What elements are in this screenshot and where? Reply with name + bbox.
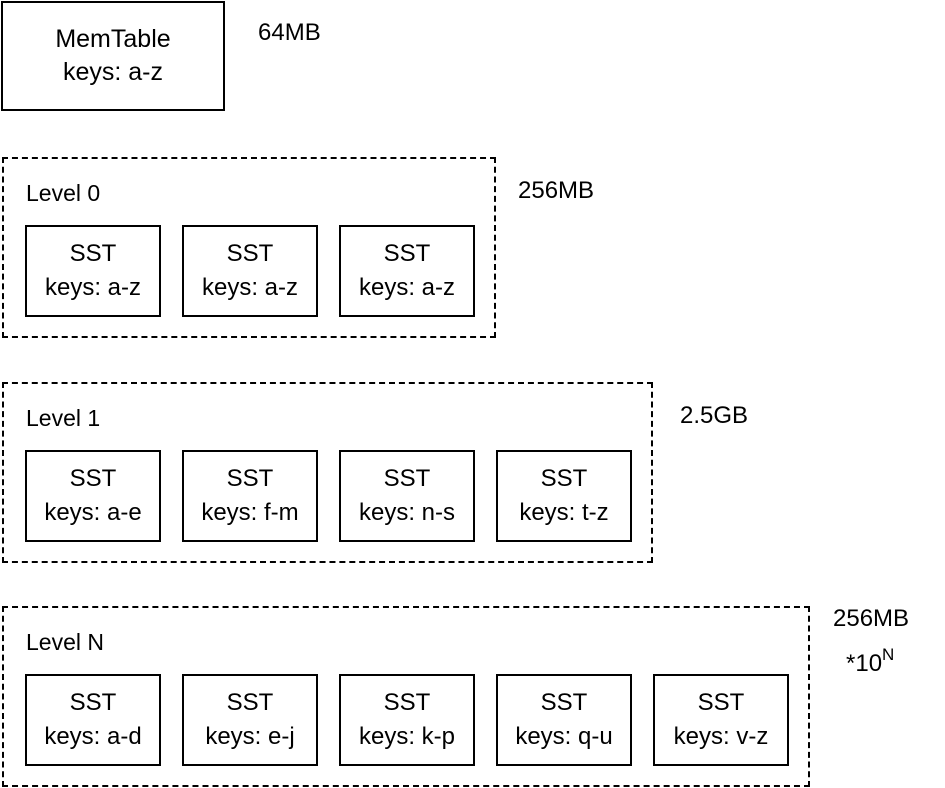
multiplier-exponent: N: [882, 645, 895, 664]
sst-title: SST: [69, 240, 117, 267]
level-n-label: Level N: [26, 629, 104, 655]
sst-keys: keys: k-p: [358, 723, 456, 750]
sst-keys: keys: e-j: [205, 723, 295, 750]
sst-title: SST: [540, 689, 588, 716]
level-1-sst-4: SST keys: t-z: [496, 450, 632, 542]
memtable-box: MemTable keys: a-z: [1, 1, 225, 111]
sst-title: SST: [540, 465, 588, 492]
sst-title: SST: [226, 240, 274, 267]
level-1-label: Level 1: [26, 405, 101, 431]
sst-keys: keys: a-d: [44, 723, 142, 750]
sst-keys: keys: a-e: [44, 499, 142, 526]
sst-title: SST: [69, 689, 117, 716]
level-n-sst-2: SST keys: e-j: [182, 674, 318, 766]
level-n-sst-4: SST keys: q-u: [496, 674, 632, 766]
sst-title: SST: [226, 689, 274, 716]
sst-keys: keys: t-z: [519, 499, 609, 526]
sst-keys: keys: a-z: [358, 274, 456, 301]
level-1-sst-3: SST keys: n-s: [339, 450, 475, 542]
sst-title: SST: [69, 465, 117, 492]
level-n-size: 256MB: [833, 605, 910, 632]
level-n-sst-1: SST keys: a-d: [25, 674, 161, 766]
level-0-size: 256MB: [518, 177, 595, 204]
memtable-keys: keys: a-z: [62, 58, 164, 86]
level-1-sst-1: SST keys: a-e: [25, 450, 161, 542]
level-0-label: Level 0: [26, 180, 101, 206]
level-n-sst-5: SST keys: v-z: [653, 674, 789, 766]
level-n-sst-3: SST keys: k-p: [339, 674, 475, 766]
level-n-size-multiplier: *10N: [846, 646, 894, 678]
sst-keys: keys: n-s: [358, 499, 456, 526]
sst-title: SST: [383, 465, 431, 492]
level-0-sst-3: SST keys: a-z: [339, 225, 475, 317]
level-0-sst-1: SST keys: a-z: [25, 225, 161, 317]
multiplier-base: *10: [846, 650, 883, 677]
sst-keys: keys: a-z: [44, 274, 142, 301]
memtable-title: MemTable: [55, 25, 171, 53]
level-1-sst-2: SST keys: f-m: [182, 450, 318, 542]
level-0-sst-2: SST keys: a-z: [182, 225, 318, 317]
level-1-box: Level 1 SST keys: a-e SST keys: f-m SST …: [2, 382, 653, 563]
sst-title: SST: [383, 689, 431, 716]
sst-title: SST: [383, 240, 431, 267]
level-0-box: Level 0 SST keys: a-z SST keys: a-z SST …: [2, 157, 496, 338]
sst-keys: keys: a-z: [201, 274, 299, 301]
sst-title: SST: [697, 689, 745, 716]
level-n-box: Level N SST keys: a-d SST keys: e-j SST …: [2, 606, 810, 787]
level-1-size: 2.5GB: [680, 402, 749, 429]
sst-title: SST: [226, 465, 274, 492]
sst-keys: keys: f-m: [201, 499, 299, 526]
sst-keys: keys: v-z: [673, 723, 769, 750]
memtable-size: 64MB: [258, 19, 321, 46]
sst-keys: keys: q-u: [515, 723, 613, 750]
